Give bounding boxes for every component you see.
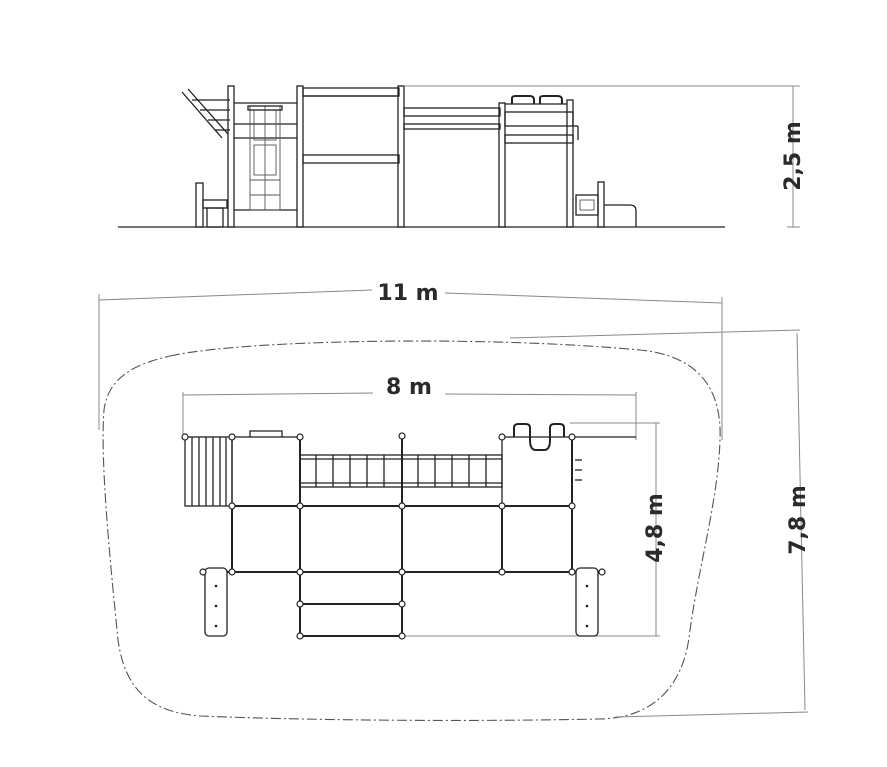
structure-depth-dimension: [405, 422, 660, 637]
plan-right-bench: [575, 567, 606, 637]
middle-frames: [302, 85, 506, 228]
overall-width-dimension: [98, 289, 723, 440]
safety-zone-outline: [102, 340, 721, 721]
plan-right-deck: [501, 436, 573, 507]
plan-right-steps: [575, 459, 582, 481]
left-bench: [195, 182, 228, 228]
plan-view: 11 m 7,8 m 8 m 4,8 m: [98, 281, 811, 721]
slanted-ladder: [181, 88, 230, 139]
plan-right-handles: [513, 423, 565, 451]
right-bench: [575, 181, 637, 228]
plan-left-ladder: [184, 436, 233, 507]
structure-depth-label: 4,8 m: [643, 493, 668, 563]
plan-joints: [181, 432, 576, 640]
right-tower: [504, 95, 579, 228]
left-tower: [227, 85, 304, 228]
plan-left-bench: [199, 567, 228, 637]
plan-left-deck: [231, 436, 301, 507]
overall-width-label: 11 m: [377, 281, 438, 306]
overall-depth-dimension: [509, 329, 809, 718]
overall-depth-label: 7,8 m: [786, 485, 811, 555]
side-elevation-view: 2,5 m: [118, 85, 806, 228]
structure-width-dimension: [182, 392, 637, 440]
structure-width-label: 8 m: [386, 375, 432, 400]
height-label: 2,5 m: [781, 121, 806, 191]
plan-left-handle: [249, 430, 283, 437]
height-dimension: [404, 85, 800, 228]
